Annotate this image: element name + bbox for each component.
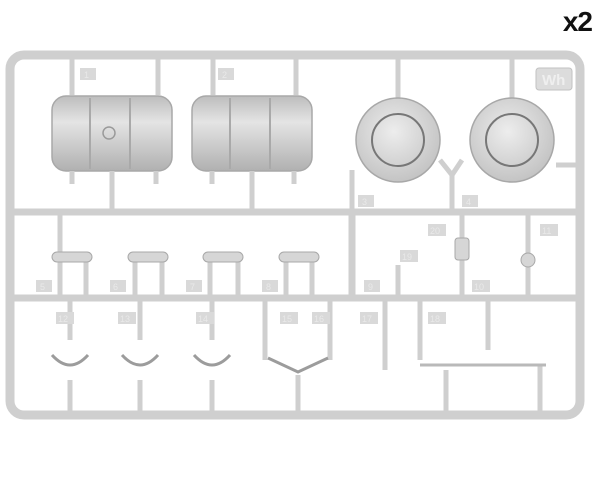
part-number: 9: [368, 282, 373, 292]
fuel-drum-1: [51, 95, 173, 210]
part-number: 19: [402, 252, 412, 262]
part-number: 13: [120, 314, 130, 324]
part-number: 15: [282, 314, 292, 324]
top-gates: [69, 58, 515, 100]
fuel-drum-2: [191, 95, 313, 210]
part-number: 5: [40, 282, 45, 292]
sprue-code-label: Wh: [542, 72, 565, 89]
part-number: 8: [266, 282, 271, 292]
spare-wheel-2: [469, 97, 578, 183]
quantity-label: x2: [562, 6, 593, 37]
part-number: 6: [113, 282, 118, 292]
part-number: 2: [222, 70, 227, 80]
row3-gates: [67, 298, 543, 415]
part-number: 14: [198, 314, 208, 324]
part-number: 7: [190, 282, 195, 292]
part-number: 16: [314, 314, 324, 324]
latch-parts: [51, 237, 536, 268]
bracket-part: [438, 158, 465, 180]
spare-wheel-1: [349, 97, 441, 212]
part-number: 11: [542, 226, 551, 236]
part-number: 10: [474, 282, 484, 292]
part-number: 4: [466, 197, 471, 207]
part-number: 1: [84, 70, 89, 80]
outer-runner: [5, 50, 585, 420]
hook-parts: [50, 353, 329, 374]
part-number-tabs: 1 2 3 4 5 6 7 8 9 10 11 12 13 1: [36, 68, 558, 324]
part-number: 18: [430, 314, 440, 324]
part-number: 12: [58, 314, 68, 324]
part-number: 3: [362, 197, 367, 207]
sprue-code-tab: [535, 67, 573, 91]
part-number: 17: [362, 314, 372, 324]
part-number: 20: [430, 226, 440, 236]
